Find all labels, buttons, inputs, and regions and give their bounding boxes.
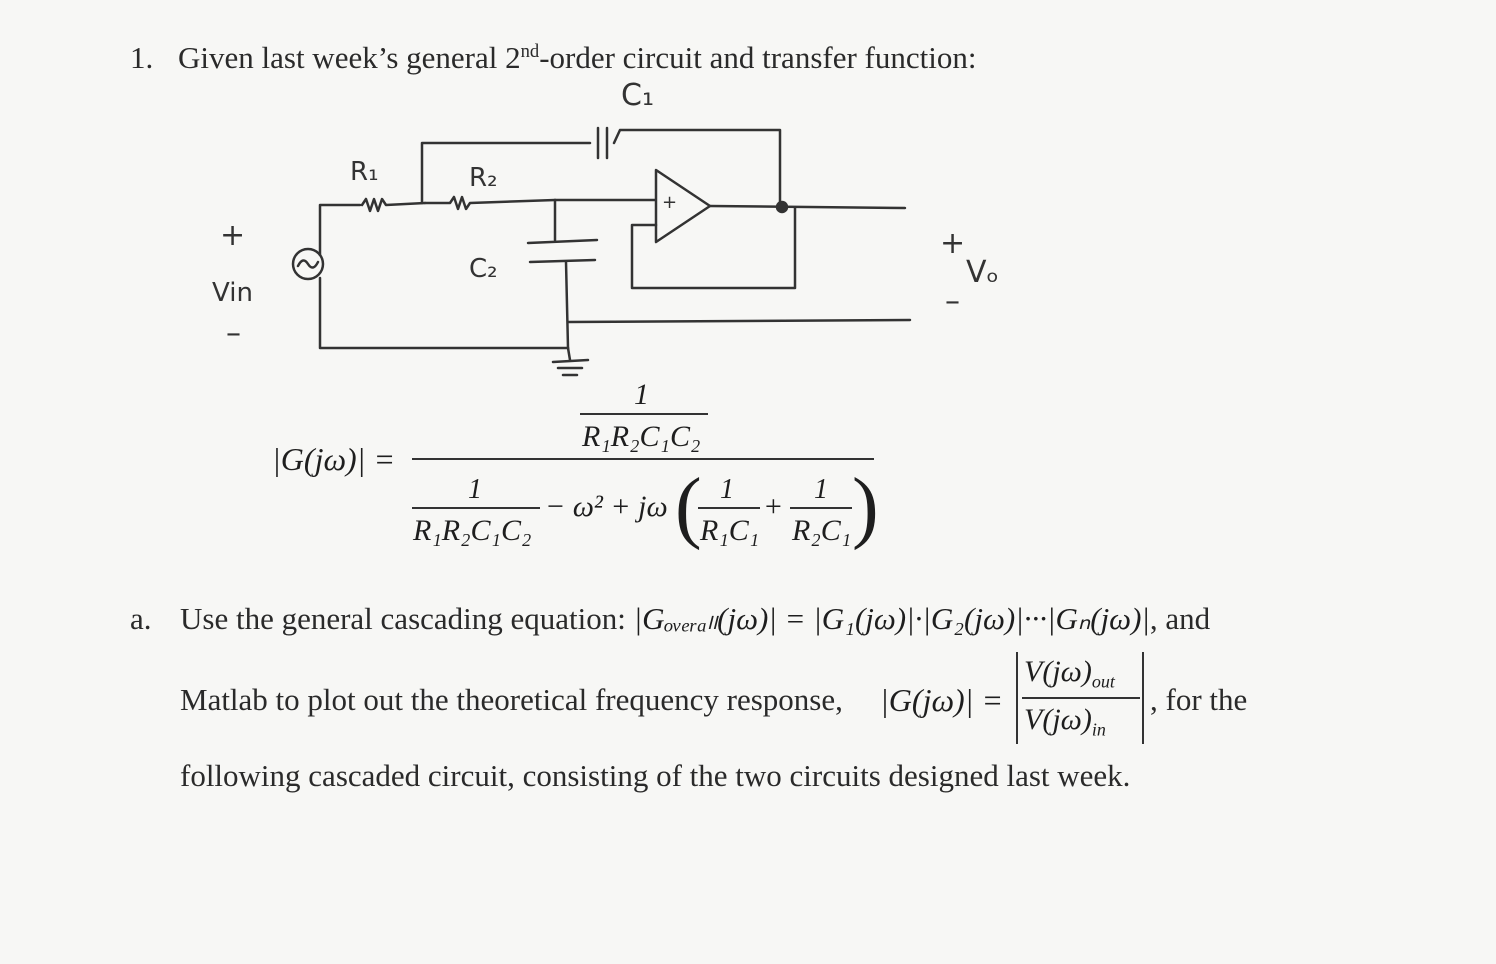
problem-number: 1. (130, 40, 154, 75)
wire-output (708, 204, 907, 210)
part-a-label: a. (130, 601, 152, 636)
eq1-plus: + (763, 490, 784, 523)
part-a-line1-suffix: , and (1149, 601, 1211, 636)
wire-c1-left (420, 141, 592, 205)
capacitor-c1-icon (596, 126, 609, 160)
part-a-line3: following cascaded circuit, consisting o… (180, 758, 1131, 793)
label-minus-in: – (226, 316, 241, 351)
eq1-num-one: 1 (634, 378, 649, 411)
eq1-den-one: 1 (468, 474, 482, 505)
abs-bar-left (1016, 652, 1018, 744)
intro-sup: nd (520, 40, 540, 62)
eq1-main-fraction-bar (412, 458, 874, 460)
eq1-paren-den-b: R₂C₁ (792, 514, 852, 547)
eq1-paren-one-a: 1 (720, 474, 734, 505)
resistor-r2-icon (423, 195, 557, 211)
label-minus-out: – (945, 284, 960, 319)
label-c2: C₂ (469, 254, 498, 284)
wire-ground-out (566, 318, 912, 324)
ground-icon (551, 346, 590, 377)
part-a-line2-suffix: , for the (1150, 682, 1248, 717)
eq1-den-fraction-bar (412, 507, 540, 509)
output-node (775, 200, 789, 214)
opamp-plus-sign: + (662, 192, 678, 213)
eq1-den-den: R₁R₂C₁C₂ (413, 514, 532, 547)
capacitor-c2-icon (526, 238, 599, 264)
wire-c1-right (612, 128, 782, 208)
eq1-paren-bar-a (698, 507, 760, 509)
eq1-num-den: R₁R₂C₁C₂ (582, 420, 701, 453)
part-a-line1: Use the general cascading equation: |Gₒᵥ… (180, 603, 1210, 634)
v-out: V(jω)out (1024, 655, 1115, 692)
label-r2: R₂ (469, 163, 498, 193)
v-in: V(jω)in (1024, 703, 1106, 740)
label-c1: C₁ (621, 78, 654, 113)
wire-bottom (318, 276, 570, 350)
eq1-right-paren: ) (852, 463, 879, 551)
sine-icon (296, 259, 320, 269)
part-a-g-eq: |G(jω)| = (880, 682, 1004, 718)
eq1-omega-term: − ω² + jω (545, 490, 668, 523)
eq1-paren-bar-b (790, 507, 852, 509)
eq1-lhs: |G(jω)| = (272, 441, 396, 477)
eq1-paren-den-a: R₁C₁ (700, 514, 760, 547)
wire-left-top (318, 203, 362, 257)
abs-bar-right (1142, 652, 1144, 744)
resistor-r1-icon (360, 197, 427, 213)
wire-feedback (630, 206, 797, 290)
v-fraction-bar (1022, 697, 1140, 699)
voltage-source-icon (291, 247, 325, 281)
label-r1: R₁ (350, 157, 379, 187)
label-vin: Vin (212, 278, 253, 308)
part-a-line1-prefix: Use the general cascading equation: (180, 601, 626, 636)
intro-rest: -order circuit and transfer function: (539, 40, 977, 75)
wire-c2-bottom (564, 260, 570, 350)
eq1-left-paren: ( (675, 463, 702, 551)
eq1-num-fraction-bar (580, 413, 708, 415)
label-plus-out: + (940, 226, 966, 261)
label-vo: Vₒ (966, 255, 999, 290)
label-plus-in: + (220, 218, 246, 253)
eq1-paren-one-b: 1 (814, 474, 828, 505)
part-a-line2-prefix: Matlab to plot out the theoretical frequ… (180, 682, 843, 717)
problem-intro: Given last week’s general 2nd-order circ… (178, 42, 976, 73)
intro-text: Given last week’s general 2 (178, 40, 521, 75)
opamp-icon (654, 168, 712, 244)
cascade-equation: |Gₒᵥₑᵣₐₗₗ(jω)| = |G₁(jω)|·|G₂(jω)|···|Gₙ… (633, 601, 1150, 636)
